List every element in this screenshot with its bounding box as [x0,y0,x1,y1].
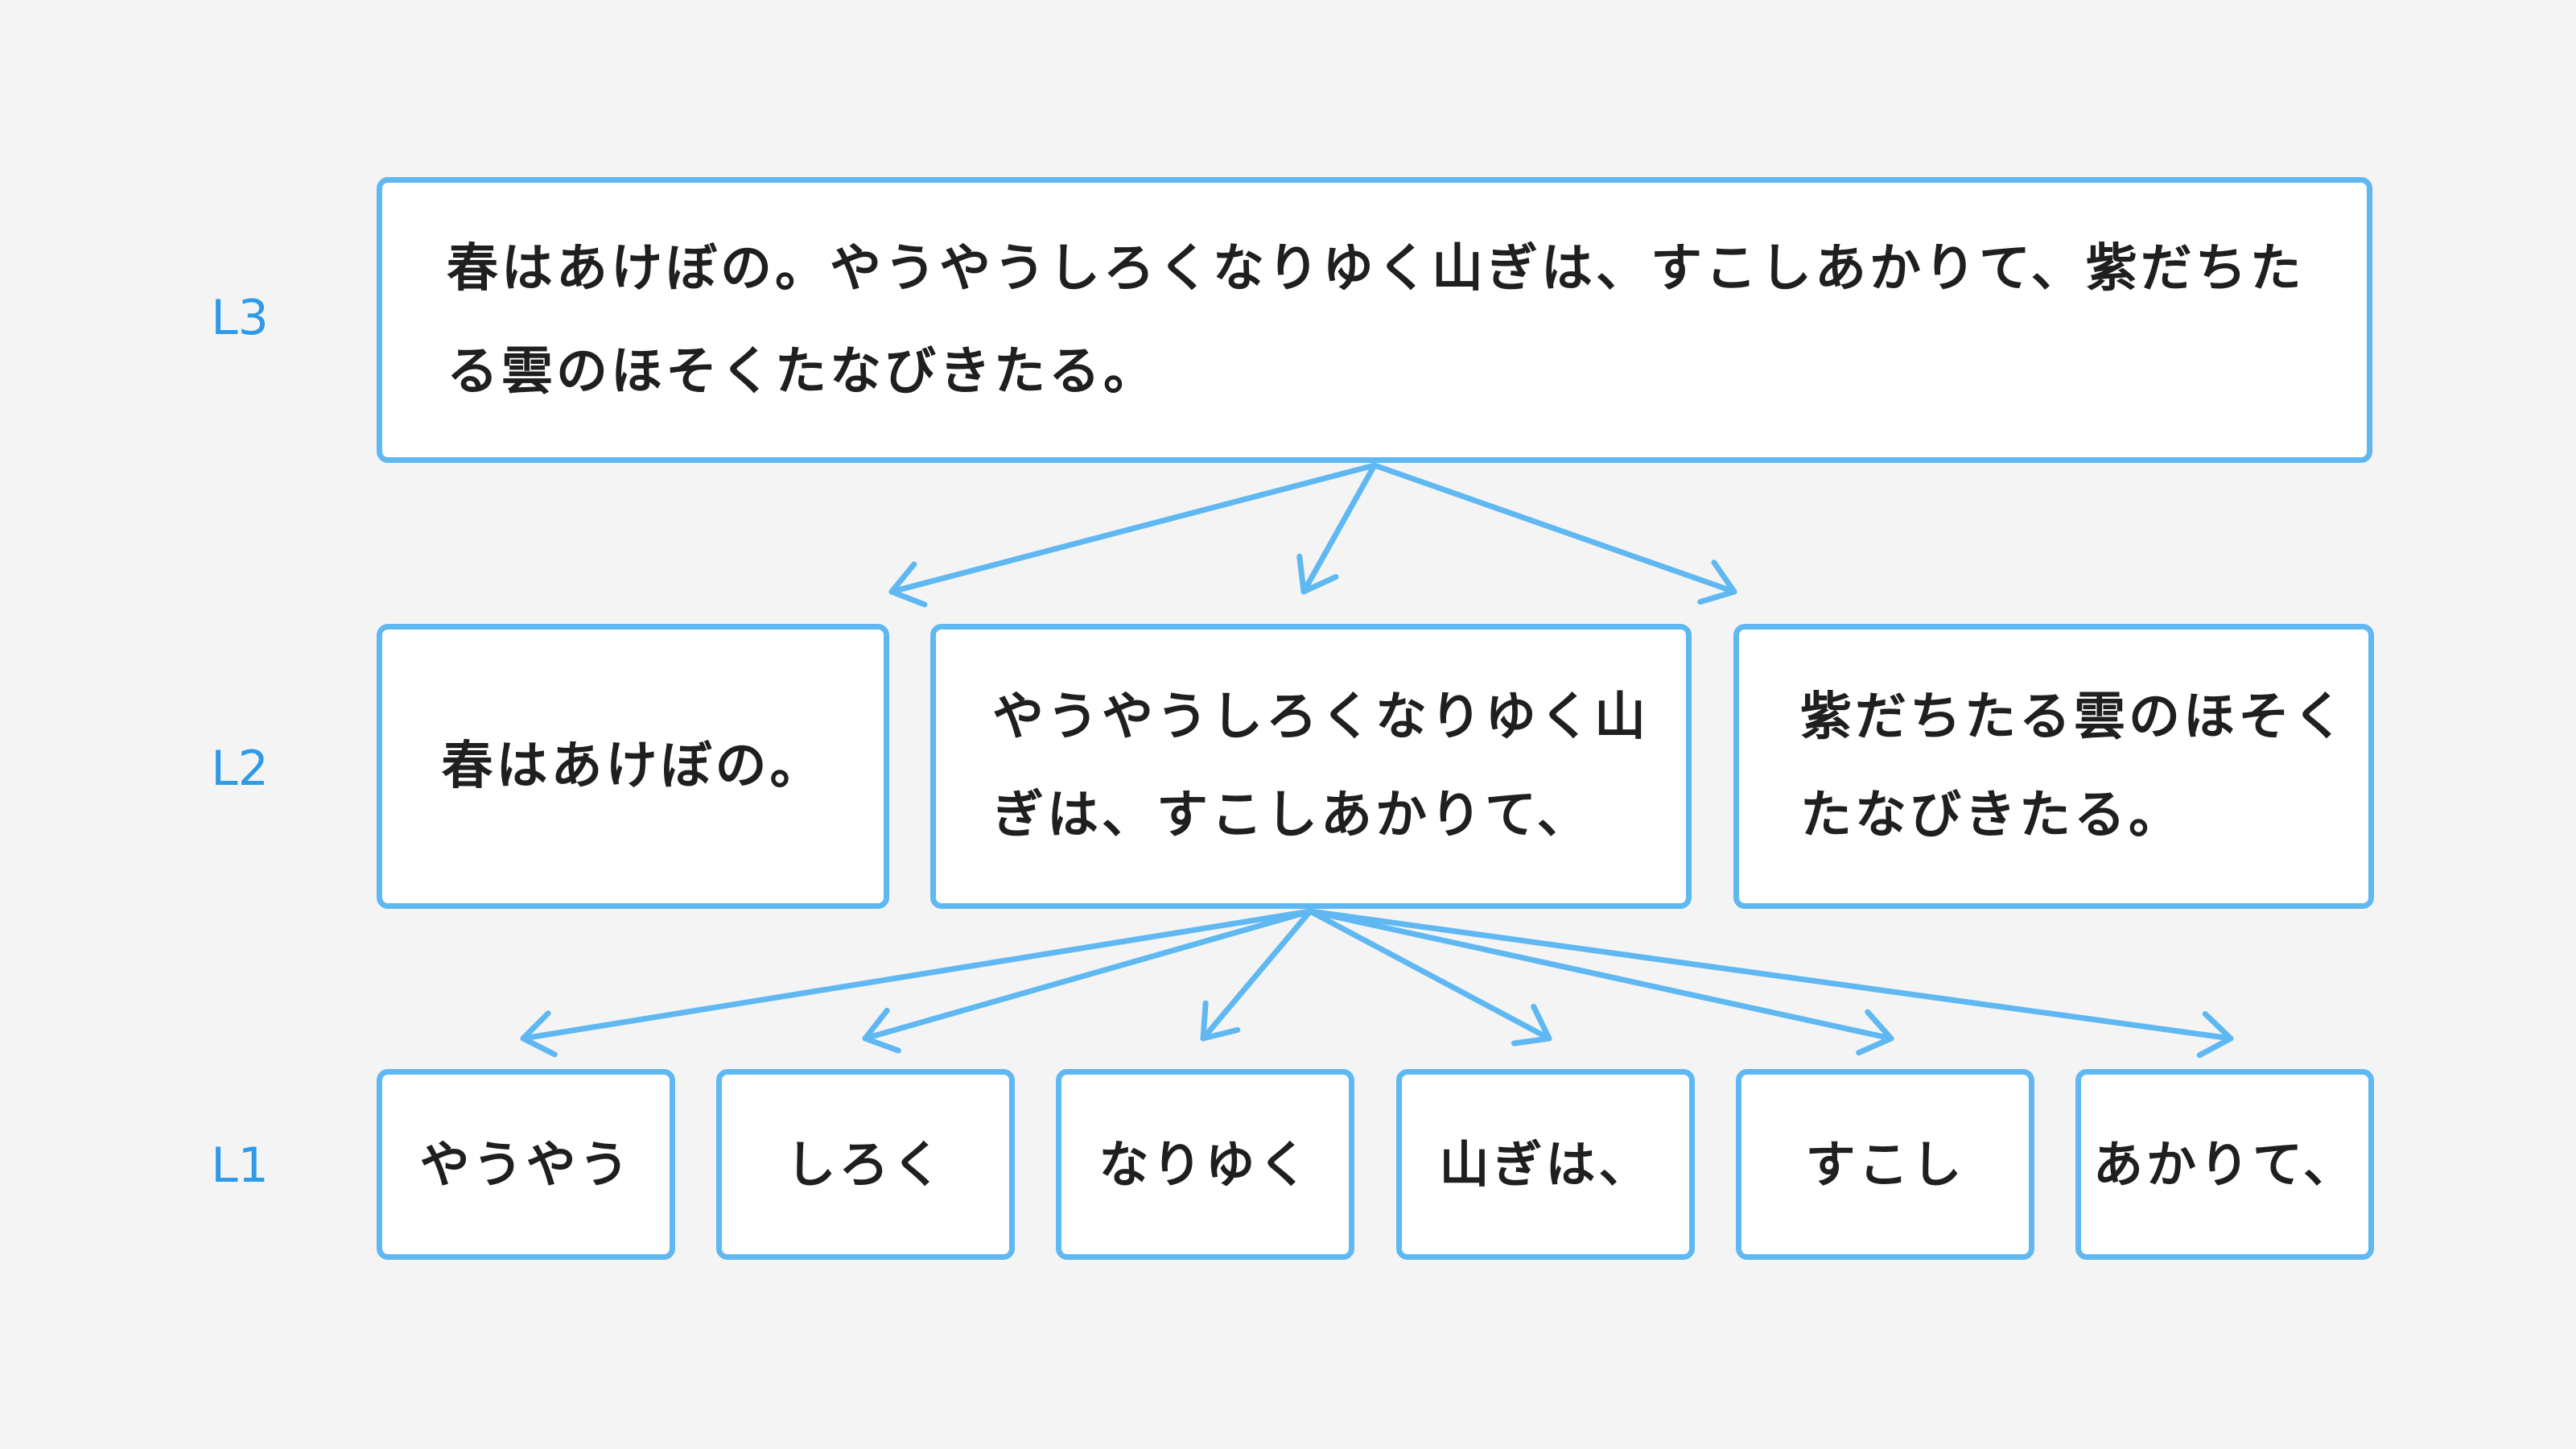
node-text: 山ぎは、 [1439,1134,1652,1194]
arrow-head [520,1010,558,1058]
arrow-shaft [1307,908,2234,1042]
node-text: 紫だちたる雲のほそくたなびきたる。 [1800,687,2347,845]
arrow-l3-to-l2-2 [1296,462,1378,595]
node-l1-word-3: なりゆく [1056,1069,1354,1260]
arrow-shaft [1300,462,1378,595]
arrow-l2-to-l1-3 [1200,908,1313,1042]
node-text: すこし [1805,1134,1965,1194]
arrow-l3-to-l2-1 [888,462,1378,608]
node-text: なりゆく [1098,1134,1312,1194]
arrow-shaft [1307,908,1552,1042]
node-l1-word-1: やうやう [377,1069,675,1260]
arrow-l2-to-l1-2 [862,908,1313,1054]
node-l3-full-sentence: 春はあけぼの。やうやうしろくなりゆく山ぎは、すこしあかりて、紫だちたる雲のほそく… [377,177,2372,463]
node-l2-clause-2: やうやうしろくなりゆく山ぎは、すこしあかりて、 [930,624,1692,909]
arrow-head [1856,1009,1894,1056]
arrow-shaft [1307,908,1894,1042]
node-text: 春はあけぼの。やうやうしろくなりゆく山ぎは、すこしあかりて、紫だちたる雲のほそく… [447,238,2305,402]
arrow-shaft [1200,908,1313,1042]
arrow-head [1511,1003,1552,1046]
node-text: 春はあけぼの。 [441,737,825,796]
level-label-l3: L3 [211,290,269,346]
node-l2-clause-3: 紫だちたる雲のほそくたなびきたる。 [1733,624,2374,909]
arrow-head [2196,1011,2234,1059]
node-text: しろく [785,1134,946,1194]
arrow-l2-to-l1-6 [1307,908,2234,1059]
node-l2-clause-1: 春はあけぼの。 [377,624,889,909]
node-text: あかりて、 [2093,1134,2356,1194]
arrow-shaft [888,462,1378,595]
arrow-l2-to-l1-5 [1307,908,1894,1056]
node-l1-word-4: 山ぎは、 [1396,1069,1695,1260]
level-label-l2: L2 [211,741,269,797]
arrow-l2-to-l1-1 [520,908,1313,1058]
arrow-head [862,1007,901,1054]
node-text: やうやう [419,1134,633,1194]
node-l1-word-5: すこし [1736,1069,2034,1260]
node-l1-word-2: しろく [716,1069,1015,1260]
node-text: やうやうしろくなりゆく山ぎは、すこしあかりて、 [992,687,1649,845]
arrow-head [1200,1000,1241,1042]
arrow-head [1296,553,1339,595]
arrow-shaft [520,908,1313,1042]
arrow-l3-to-l2-3 [1371,462,1737,605]
arrow-shaft [1371,462,1737,595]
arrow-head [1697,559,1737,605]
arrow-l2-to-l1-4 [1307,908,1552,1046]
arrow-shaft [862,908,1313,1042]
node-l1-word-6: あかりて、 [2075,1069,2374,1260]
arrow-head [888,561,928,608]
level-label-l1: L1 [211,1137,269,1194]
